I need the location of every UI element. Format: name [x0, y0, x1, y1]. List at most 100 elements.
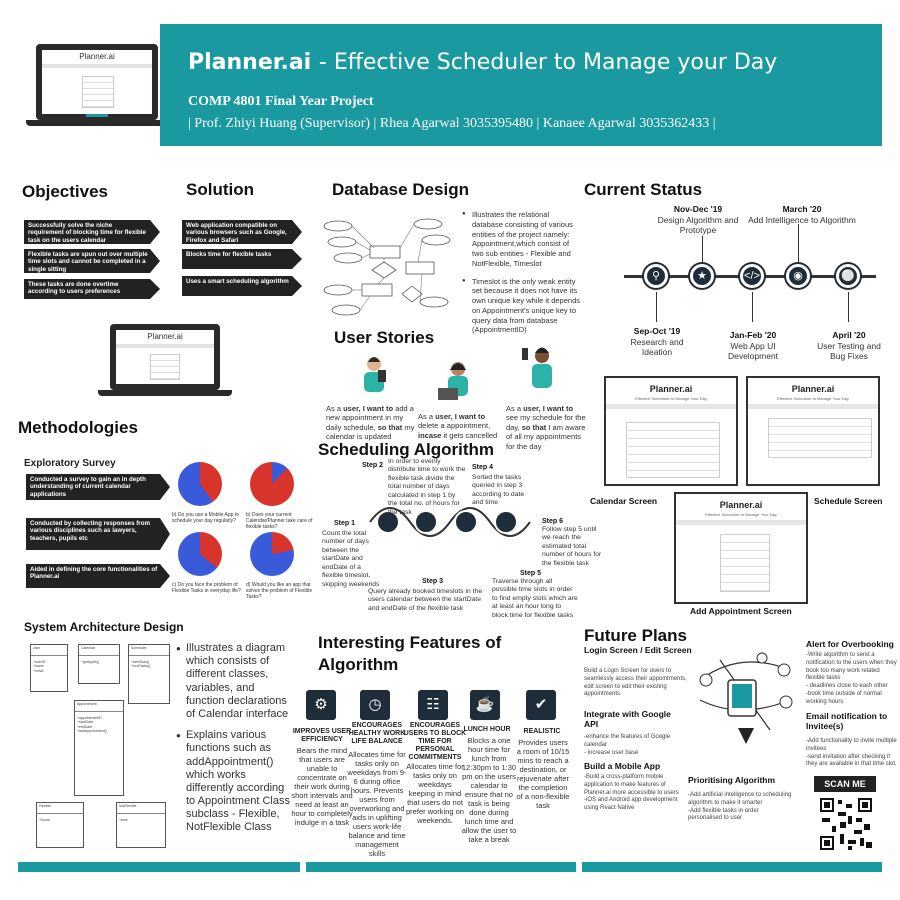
header-banner: Planner.ai - Effective Scheduler to Mana…	[160, 24, 882, 146]
step-text: Query already booked timeslots in the us…	[368, 588, 483, 612]
step-text: Sorted the tasks queried in step 3 accor…	[472, 474, 525, 507]
future-item-text: Build a Login Screen for users to seamle…	[584, 668, 687, 698]
user-illustration	[364, 357, 386, 392]
feature-title: REALISTIC	[523, 728, 561, 735]
step-label: Step 5	[520, 570, 542, 577]
step-label: Step 2	[362, 462, 384, 469]
solution-item: Uses a smart scheduling algorithm	[182, 276, 302, 296]
feature-text: Bears the mind that users are unable to …	[291, 746, 353, 827]
screen-app-subtitle: Effective Scheduler to Manage Your Day	[635, 396, 707, 401]
footer-bar	[306, 862, 576, 872]
user-illustration	[438, 362, 468, 400]
add-appointment-caption: Add Appointment Screen	[690, 606, 792, 616]
methodology-item: Conducted by collecting responses from v…	[26, 518, 170, 550]
step-label: Step 3	[422, 578, 444, 585]
database-bullet: Timeslot is the only weak entity set bec…	[462, 277, 582, 336]
footer-bar	[18, 862, 300, 872]
research-icon: ⚲	[644, 264, 668, 288]
user-story: As a user, I want to delete a appointmen…	[418, 412, 498, 440]
feature-title: ENCOURAGES USERS TO BLOCK TIME FOR PERSO…	[403, 722, 467, 762]
architecture-bullet: Explains various functions such as addAp…	[176, 729, 294, 835]
future-item-title: Prioritising Algorithm	[688, 775, 776, 785]
step-label: Step 6	[542, 518, 564, 525]
feature-title: IMPROVES USER EFFICIENCY	[292, 728, 352, 744]
intelligence-icon: ◉	[786, 264, 810, 288]
user-illustration	[522, 347, 552, 388]
current-status-heading: Current Status	[584, 180, 703, 199]
clock-icon: ◷	[360, 690, 390, 720]
algorithm-flow	[369, 507, 531, 537]
design-icon: ★	[690, 264, 714, 288]
feature-text: Provides users a room of 10/15 mins to r…	[516, 738, 570, 810]
future-item-title: Login Screen / Edit Screen	[584, 645, 692, 655]
lunch-icon: ☕	[470, 690, 500, 720]
future-item-text: -Build a cross-platform mobile applicati…	[584, 774, 679, 812]
future-item-text: -Add functionality to invite multiple in…	[806, 738, 897, 768]
feature-text: Allocates time for tasks only on weekday…	[406, 762, 464, 825]
step-label: Step 4	[472, 464, 494, 471]
screen-app-subtitle: Effective Scheduler to Manage Your Day	[705, 512, 777, 517]
architecture-heading: System Architecture Design	[24, 620, 184, 634]
badge-icon: ⚪	[836, 264, 860, 288]
feature-text: Allocates time for tasks only on weekday…	[347, 750, 407, 858]
laptop-app-title: Planner.ai	[79, 52, 115, 61]
user-story: As a user, I want to see my schedule for…	[506, 404, 586, 451]
database-bullet: Illustrates the relational database cons…	[462, 210, 582, 269]
realistic-icon: ✔	[526, 690, 556, 720]
survey-question: d) Would you like an app that solves the…	[246, 582, 313, 600]
poster-title: Planner.ai - Effective Scheduler to Mana…	[188, 50, 778, 75]
objectives-heading: Objectives	[22, 182, 108, 201]
future-item-title: Email notification to Invitee(s)	[806, 711, 888, 731]
er-diagram	[323, 218, 451, 316]
feature-title: LUNCH HOUR	[463, 726, 511, 733]
scan-me-label: SCAN ME	[814, 776, 876, 792]
future-item-title: Build a Mobile App	[584, 761, 661, 771]
screen-app-title: Planner.ai	[649, 384, 693, 394]
author-names: | Prof. Zhiyi Huang (Supervisor) | Rhea …	[188, 116, 716, 131]
methodology-item: Aided in defining the core functionaliti…	[26, 564, 170, 588]
objective-item: These tasks are done overtime according …	[24, 279, 160, 299]
survey-question: b) Do you use a Mobile App to schedule y…	[172, 512, 239, 524]
methodologies-heading: Methodologies	[18, 418, 138, 437]
footer-bar	[582, 862, 882, 872]
survey-question: b) Does your current Calendar/Planner ta…	[246, 512, 313, 530]
step-label: Step 1	[334, 520, 356, 527]
step-text: Follow step 5 until we reach the estimat…	[542, 526, 602, 567]
user-story: As a user, I want to add a new appointme…	[326, 404, 415, 442]
survey-pie-chart	[250, 462, 294, 506]
schedule-screen-screenshot: Planner.ai Effective Scheduler to Manage…	[746, 376, 880, 486]
step-text: Traverse through all possible time slots…	[492, 578, 578, 619]
step-text: In order to evenly distribute time to wo…	[388, 458, 466, 516]
user-efficiency-icon: ⚙	[306, 690, 336, 720]
solution-heading: Solution	[186, 180, 254, 199]
survey-pie-chart	[250, 532, 294, 576]
screen-app-title: Planner.ai	[719, 500, 763, 510]
survey-question: c) Do you face the problem of Flexible T…	[172, 582, 241, 594]
survey-pie-chart	[178, 532, 222, 576]
database-heading: Database Design	[332, 180, 469, 199]
connectivity-illustration	[699, 652, 793, 744]
screen-app-title: Planner.ai	[791, 384, 835, 394]
scheduling-heading: Scheduling Algorithm	[318, 440, 494, 459]
objective-item: Flexible tasks are spun out over multipl…	[24, 249, 160, 273]
qr-code[interactable]	[818, 796, 874, 852]
architecture-bullets: Illustrates a diagram which consists of …	[176, 642, 294, 843]
add-appointment-screenshot: Planner.ai Effective Scheduler to Manage…	[674, 492, 808, 604]
laptop-app-title: Planner.ai	[147, 332, 183, 341]
calendar-screen-caption: Calendar Screen	[590, 496, 658, 506]
solution-item: Web application compatible on various br…	[182, 220, 302, 244]
objective-item: Successfully solve the niche requirement…	[24, 220, 160, 244]
user-stories-heading: User Stories	[334, 328, 435, 347]
step-text: Count the total number of days between t…	[322, 530, 380, 588]
future-item-text: -enhance the features of Google calendar…	[584, 734, 671, 756]
code-icon: </>	[740, 264, 764, 288]
database-bullets: Illustrates the relational database cons…	[462, 210, 582, 343]
future-item-title: Integrate with Google API	[584, 709, 671, 729]
schedule-screen-caption: Schedule Screen	[814, 496, 883, 506]
future-item-text: -Write algorithm to send a notification …	[806, 652, 897, 705]
